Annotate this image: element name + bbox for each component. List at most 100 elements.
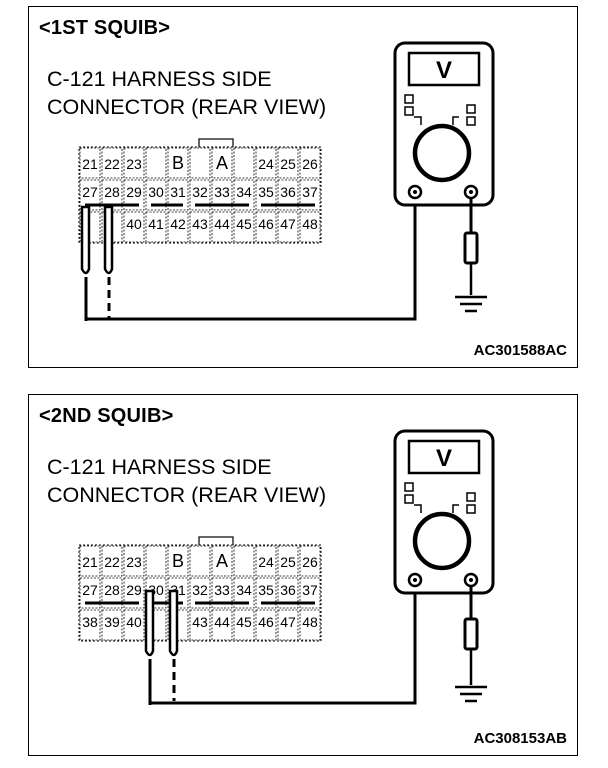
meter-switch-indicator <box>404 482 414 492</box>
connector-cavity <box>233 609 255 641</box>
connector-cavity <box>299 609 321 641</box>
connector-cavity <box>211 211 233 243</box>
connector-cavity <box>277 147 299 179</box>
connector-pin-label: 22 <box>104 156 120 172</box>
connector-cavity <box>101 609 123 641</box>
connector-cavity <box>189 147 211 179</box>
connector-cavity <box>233 211 255 243</box>
connector-pin-label: 36 <box>280 582 296 598</box>
connector-pin-label: 41 <box>148 216 164 232</box>
probe-black <box>144 589 155 705</box>
connector-cavity <box>101 577 123 609</box>
connector-cavity <box>145 147 167 179</box>
connector-pin-label: 32 <box>192 184 208 200</box>
panel-2nd-squib: <2ND SQUIB> C-121 HARNESS SIDE CONNECTOR… <box>28 394 578 756</box>
connector-cavity <box>189 179 211 211</box>
connector-pin-label: 23 <box>126 554 142 570</box>
connector-pin-label: 26 <box>302 554 318 570</box>
connector-cavity <box>255 609 277 641</box>
connector-cavity <box>255 147 277 179</box>
description-line-2: CONNECTOR (REAR VIEW) <box>47 95 327 119</box>
connector-cavity <box>255 179 277 211</box>
connector-cavity <box>79 609 101 641</box>
connector-pin-label: 27 <box>82 184 98 200</box>
connector-cavity <box>101 545 123 577</box>
connector-cavity <box>299 211 321 243</box>
connector-cavity <box>145 211 167 243</box>
connector-cavity <box>145 545 167 577</box>
connector-cavity <box>123 577 145 609</box>
description-line-2: CONNECTOR (REAR VIEW) <box>47 483 327 507</box>
connector-description: C-121 HARNESS SIDE CONNECTOR (REAR VIEW) <box>47 65 326 121</box>
connector-pin-label: 39 <box>104 614 120 630</box>
ground-icon <box>455 685 487 703</box>
probe-red <box>168 589 179 701</box>
connector-pin-label: 36 <box>280 184 296 200</box>
connector-pin-label: 40 <box>126 614 142 630</box>
connector-pin-label: 34 <box>236 184 252 200</box>
connector-cavity <box>277 211 299 243</box>
connector-cavity <box>277 609 299 641</box>
meter-switch-indicator <box>404 94 414 104</box>
multimeter: V <box>393 429 495 595</box>
connector-pin-label: 42 <box>170 216 186 232</box>
ground-icon <box>455 295 487 313</box>
connector-cavity <box>277 545 299 577</box>
connector-cavity <box>211 577 233 609</box>
meter-switch-indicator <box>466 104 476 114</box>
description-line-1: C-121 HARNESS SIDE <box>47 67 272 91</box>
connector-cavity <box>255 545 277 577</box>
connector-cavity <box>167 211 189 243</box>
connector-cavity <box>299 577 321 609</box>
connector-cavity <box>189 211 211 243</box>
connector-pin-label: 21 <box>82 554 98 570</box>
meter-switch-indicator <box>404 494 414 504</box>
connector-cavity <box>211 147 233 179</box>
connector-pin-label: 23 <box>126 156 142 172</box>
connector-cavity <box>255 577 277 609</box>
connector-cavity <box>255 211 277 243</box>
connector-pin-label: 26 <box>302 156 318 172</box>
connector-cavity <box>299 179 321 211</box>
meter-selector-dial <box>412 123 472 183</box>
wire-black-lead <box>86 199 417 321</box>
connector-pin-label: 24 <box>258 554 274 570</box>
connector-pin-label: 43 <box>192 216 208 232</box>
connector-cavity <box>277 179 299 211</box>
ground-lead <box>455 199 487 313</box>
connector-cavity <box>123 147 145 179</box>
connector-cavity <box>299 545 321 577</box>
connector-pin-label: 29 <box>126 184 142 200</box>
connector-cavity <box>167 545 189 577</box>
connector-cavity <box>189 577 211 609</box>
connector-pin-label: 32 <box>192 582 208 598</box>
connector-cavity <box>211 545 233 577</box>
panel-1st-squib: <1ST SQUIB> C-121 HARNESS SIDE CONNECTOR… <box>28 6 578 368</box>
description-line-1: C-121 HARNESS SIDE <box>47 455 272 479</box>
meter-switch-indicator <box>404 106 414 116</box>
connector-cavity <box>101 147 123 179</box>
connector-pin-label: B <box>172 551 184 571</box>
connector-pin-label: 25 <box>280 554 296 570</box>
connector-cavity <box>167 179 189 211</box>
meter-switch-indicator <box>466 116 476 126</box>
connector-pin-label: 47 <box>280 614 296 630</box>
connector-pin-label: A <box>216 153 228 173</box>
connector-pin-label: 43 <box>192 614 208 630</box>
connector-cavity <box>123 211 145 243</box>
connector-cavity <box>79 545 101 577</box>
connector-cavity <box>145 179 167 211</box>
connector-cavity <box>167 147 189 179</box>
connector-pin-label: 46 <box>258 216 274 232</box>
connector-pin-label: 28 <box>104 184 120 200</box>
connector-pin-label: 46 <box>258 614 274 630</box>
connector-c121: 212223BA24252627282930313233343536373839… <box>78 536 322 642</box>
connector-pin-label: 40 <box>126 216 142 232</box>
connector-cavity <box>233 147 255 179</box>
meter-symbol: V <box>436 445 452 472</box>
connector-cavity <box>233 179 255 211</box>
panel-title: <2ND SQUIB> <box>39 405 174 427</box>
connector-cavity <box>277 577 299 609</box>
connector-pin-label: 35 <box>258 582 274 598</box>
